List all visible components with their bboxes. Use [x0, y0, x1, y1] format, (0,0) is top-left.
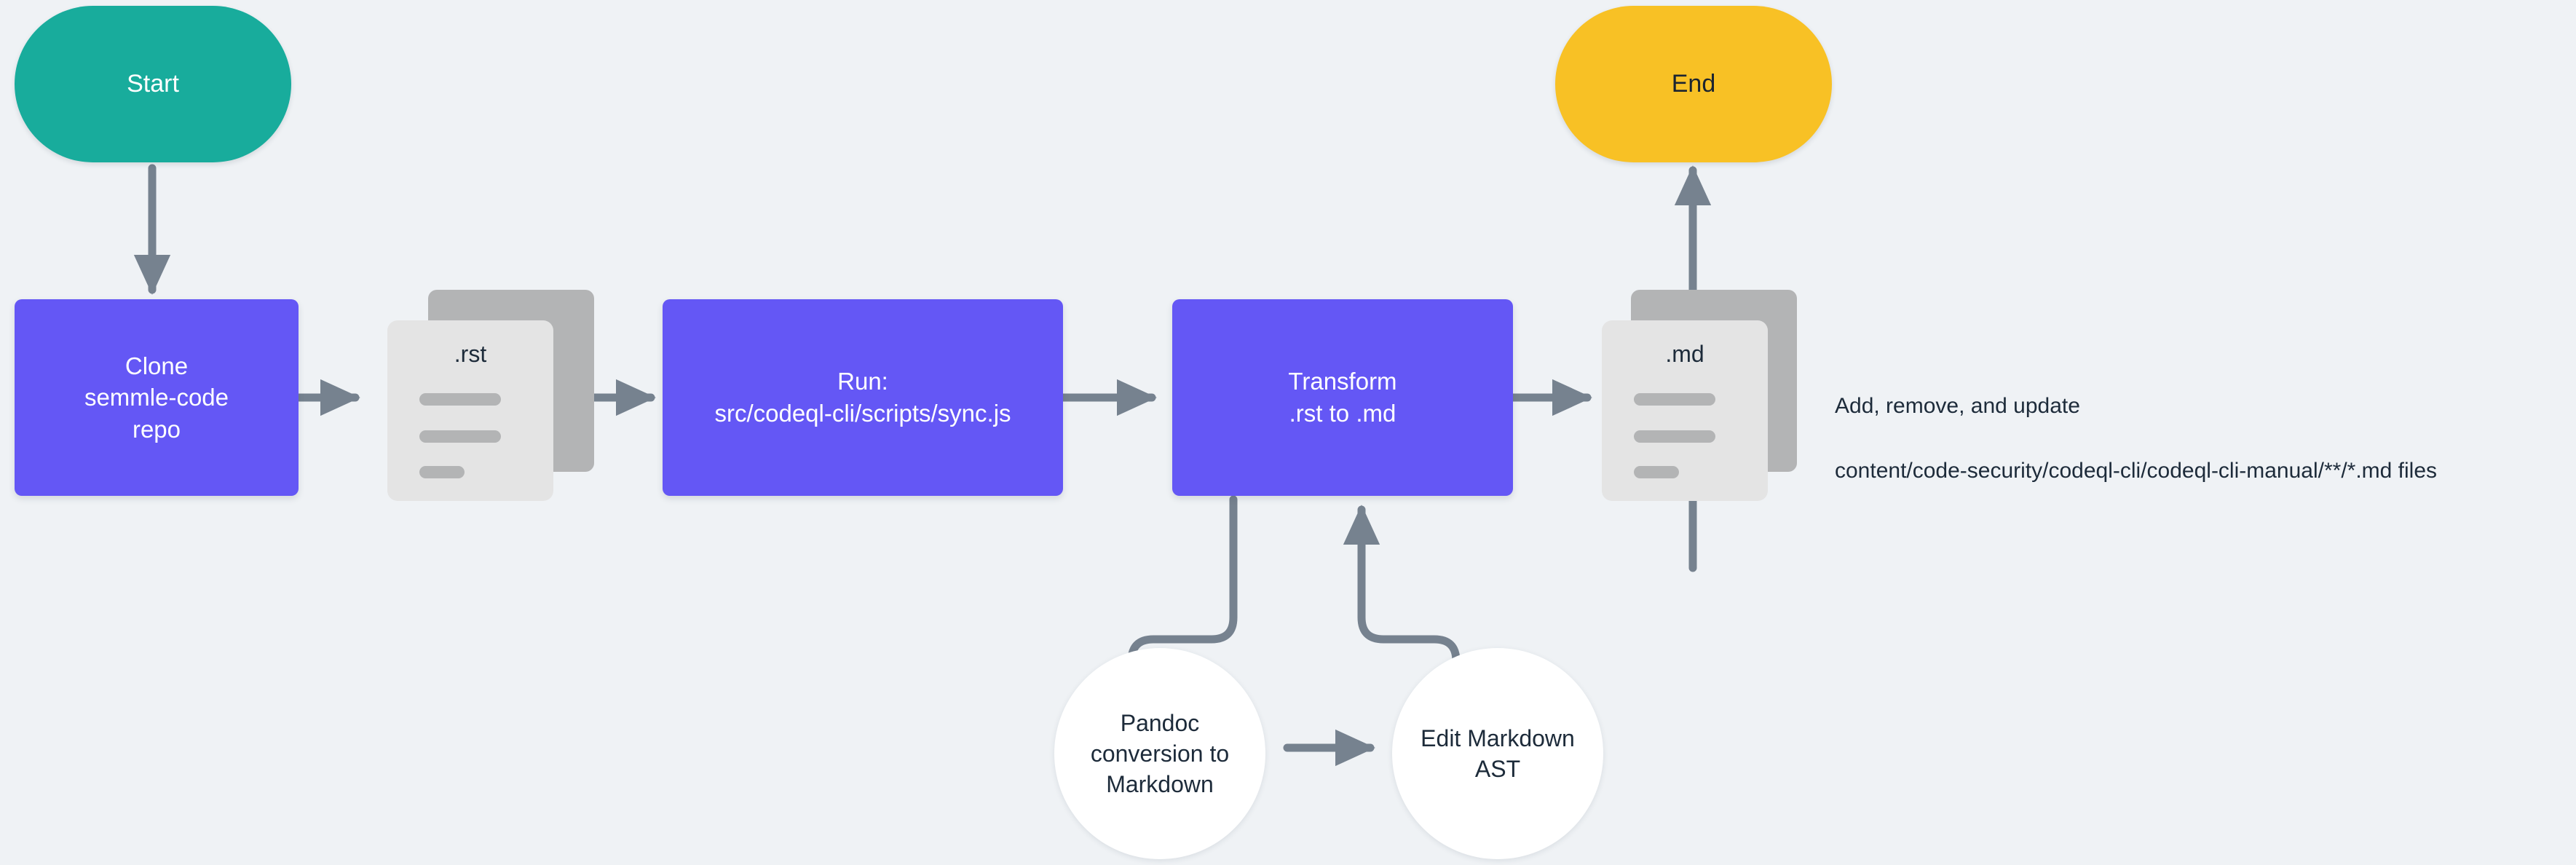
- node-transform-rst-to-md[interactable]: Transform .rst to .md: [1172, 299, 1513, 496]
- node-end-label: End: [1671, 70, 1716, 98]
- document-front-sheet: [387, 320, 553, 501]
- node-end[interactable]: End: [1555, 6, 1832, 162]
- document-text-line: [1634, 466, 1679, 478]
- document-text-line: [419, 430, 501, 443]
- node-run-sync-script-label: Run: src/codeql-cli/scripts/sync.js: [714, 368, 1011, 427]
- node-clone-repo[interactable]: Clone semmle-code repo: [15, 299, 299, 496]
- node-md-documents[interactable]: .md: [1602, 290, 1809, 501]
- document-text-line: [1634, 430, 1715, 443]
- node-start[interactable]: Start: [15, 6, 291, 162]
- md-files-annotation-line-2: content/code-security/codeql-cli/codeql-…: [1835, 459, 2438, 483]
- document-front-sheet: [1602, 320, 1768, 501]
- node-run-sync-script[interactable]: Run: src/codeql-cli/scripts/sync.js: [663, 299, 1063, 496]
- document-text-line: [1634, 393, 1715, 406]
- node-start-label: Start: [127, 70, 179, 98]
- node-edit-markdown-ast-label: Edit Markdown AST: [1421, 724, 1575, 782]
- node-rst-documents[interactable]: .rst: [387, 290, 594, 501]
- node-transform-rst-to-md-label: Transform .rst to .md: [1288, 368, 1397, 427]
- rst-document-label: .rst: [454, 341, 487, 367]
- md-files-annotation: Add, remove, and update content/code-sec…: [1835, 358, 2563, 520]
- node-pandoc-conversion[interactable]: Pandoc conversion to Markdown: [1054, 648, 1265, 859]
- document-text-line: [419, 393, 501, 406]
- document-text-line: [419, 466, 465, 478]
- md-files-annotation-line-1: Add, remove, and update: [1835, 394, 2080, 419]
- node-edit-markdown-ast[interactable]: Edit Markdown AST: [1392, 648, 1603, 859]
- node-clone-repo-label: Clone semmle-code repo: [84, 352, 229, 443]
- node-pandoc-conversion-label: Pandoc conversion to Markdown: [1090, 709, 1230, 798]
- md-document-label: .md: [1665, 341, 1704, 367]
